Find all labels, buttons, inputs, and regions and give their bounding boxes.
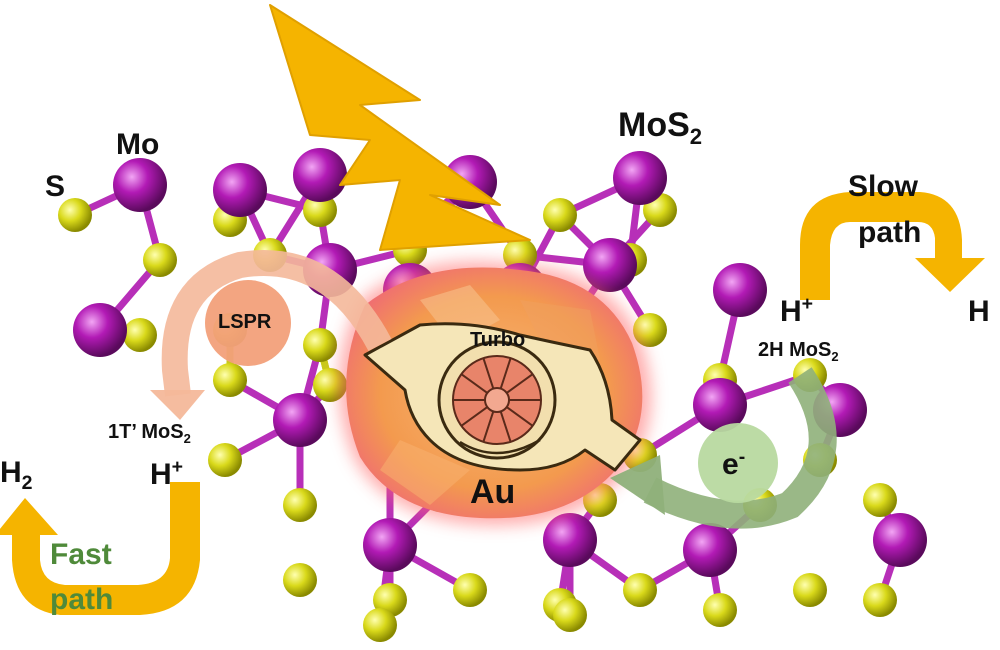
label-sulfur: S [45,170,66,203]
label-1t-mos2: 1T’ MoS2 [108,421,191,446]
sulfur-atom [623,573,657,607]
sulfur-atom [283,563,317,597]
label-2h-mos2: 2H MoS2 [758,339,839,364]
molybdenum-atom [73,303,127,357]
electron-bubble [698,423,778,503]
slow-path-arrow-icon [800,192,985,300]
turbo-blade [460,373,488,394]
sulfur-atom [553,598,587,632]
sulfur-atom [543,198,577,232]
sulfur-atom [793,573,827,607]
molybdenum-atom [583,238,637,292]
turbo-blade [482,357,495,389]
molybdenum-atom [543,513,597,567]
label-electron: e- [722,446,746,481]
label-fast-path-1: Fast [50,538,112,571]
sulfur-atom [313,368,347,402]
sulfur-atom [208,443,242,477]
sulfur-atom [303,328,337,362]
molybdenum-atom [683,523,737,577]
label-h-right: H [968,295,990,328]
label-slow-path-2: path [858,216,922,249]
label-fast-path-2: path [50,583,114,616]
turbo-blade [506,373,534,394]
lightning-bolt-icon [269,4,531,251]
sulfur-atom [58,198,92,232]
molybdenum-atom [213,163,267,217]
label-mos2: MoS2 [618,106,703,149]
molybdenum-atom [613,151,667,205]
sulfur-atom [503,238,537,272]
sulfur-atom [703,593,737,627]
turbo-blade [482,411,495,443]
molybdenum-atom [293,148,347,202]
molybdenum-atom [873,513,927,567]
molybdenum-atom [363,518,417,572]
label-h-plus-right: H+ [780,293,814,328]
sulfur-atom [633,313,667,347]
sulfur-atom [453,573,487,607]
sulfur-atom [283,488,317,522]
label-molybdenum: Mo [116,128,160,161]
sulfur-atom [863,583,897,617]
electron-arrow-icon [610,367,837,529]
label-lspr: LSPR [218,311,272,333]
sulfur-atom [213,363,247,397]
sulfur-atom [123,318,157,352]
turbo-blade [499,357,512,389]
lspr-arrow-icon [150,249,392,420]
molybdenum-atom [713,263,767,317]
sulfur-atom [143,243,177,277]
label-slow-path-1: Slow [848,170,919,203]
turbo-icon [363,322,642,472]
sulfur-atom [303,193,337,227]
fast-path-arrow-icon [0,482,200,615]
sulfur-atom [363,608,397,642]
label-h2: H2 [0,456,33,494]
turbo-blade [499,411,512,443]
sulfur-atom [863,483,897,517]
label-turbo: Turbo [470,329,526,351]
molybdenum-atom [113,158,167,212]
label-au: Au [470,473,516,511]
turbo-blade [460,406,488,427]
molybdenum-atom [273,393,327,447]
molybdenum-atom [693,378,747,432]
label-h-plus-left: H+ [150,456,184,491]
turbo-blade [506,406,534,427]
lspr-bubble [205,280,291,366]
